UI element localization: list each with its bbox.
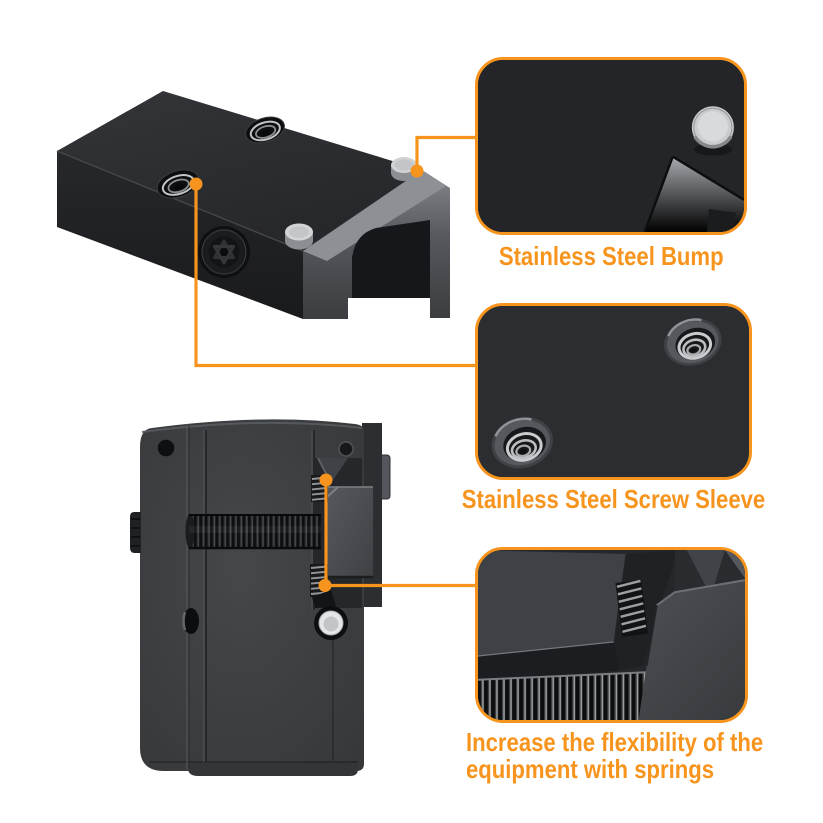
right-block-side	[645, 605, 658, 666]
callout-box-springs	[475, 547, 748, 723]
screw-sleeve-zoom-photo	[478, 306, 749, 477]
slot-highlight	[182, 611, 187, 631]
recess-notch	[318, 458, 348, 483]
mount-front-photo	[130, 419, 391, 776]
recess-gap	[614, 550, 679, 671]
springs-label-line1: Increase the flexibility of the	[466, 727, 764, 757]
recess-shadow	[312, 590, 336, 608]
right-block-edge	[656, 579, 745, 607]
threaded-rod-zoom	[478, 671, 659, 720]
steel-bump-zoom	[691, 106, 734, 156]
threaded-hole-rear	[245, 116, 285, 144]
springs-label-line2: equipment with springs	[466, 754, 715, 784]
mount-body	[140, 419, 364, 771]
top-left-hole	[156, 438, 176, 458]
silver-bushing-hole	[314, 606, 348, 640]
threaded-hole-front	[156, 169, 200, 199]
spring-zoom	[615, 579, 648, 637]
steel-bump-rear	[391, 157, 417, 181]
pointed-tab	[686, 550, 725, 597]
threaded-sleeve-bottom	[491, 417, 553, 469]
bump-label-text: Stainless Steel Bump	[498, 241, 724, 271]
spring-zoom-photo	[478, 550, 745, 720]
steel-bump-front	[285, 223, 313, 250]
left-block	[478, 550, 627, 657]
windage-screw	[130, 512, 141, 553]
bottom-lip	[188, 762, 358, 776]
rail-notch-shadow	[706, 208, 736, 232]
top-right-screw	[338, 441, 354, 457]
side-slot-hole	[183, 608, 199, 634]
bump-zoom-photo	[478, 60, 744, 232]
top-chamfer	[141, 421, 363, 433]
lower-spring	[310, 564, 328, 597]
callout-label-springs: Increase the flexibility of the equipmen…	[466, 729, 796, 783]
callout-box-bump	[475, 57, 747, 235]
plate-edge-line	[643, 155, 744, 232]
mount-iso-photo	[56, 91, 450, 319]
rod-top-edge	[478, 670, 659, 681]
rod-sheen	[189, 526, 321, 533]
callout-label-bump: Stainless Steel Bump	[475, 243, 747, 270]
screw-sleeve-block	[327, 487, 373, 577]
screw-sleeve-label-text: Stainless Steel Screw Sleeve	[461, 484, 766, 514]
threaded-sleeve-top	[664, 318, 722, 366]
right-block	[638, 580, 745, 720]
callout-box-screw-sleeve	[475, 303, 752, 480]
rod-end	[185, 513, 195, 549]
upper-spring	[311, 475, 328, 502]
threaded-rod	[189, 514, 321, 549]
torx-screw	[198, 226, 250, 278]
callout-label-screw-sleeve: Stainless Steel Screw Sleeve	[462, 486, 765, 513]
shadow-band	[478, 642, 619, 683]
